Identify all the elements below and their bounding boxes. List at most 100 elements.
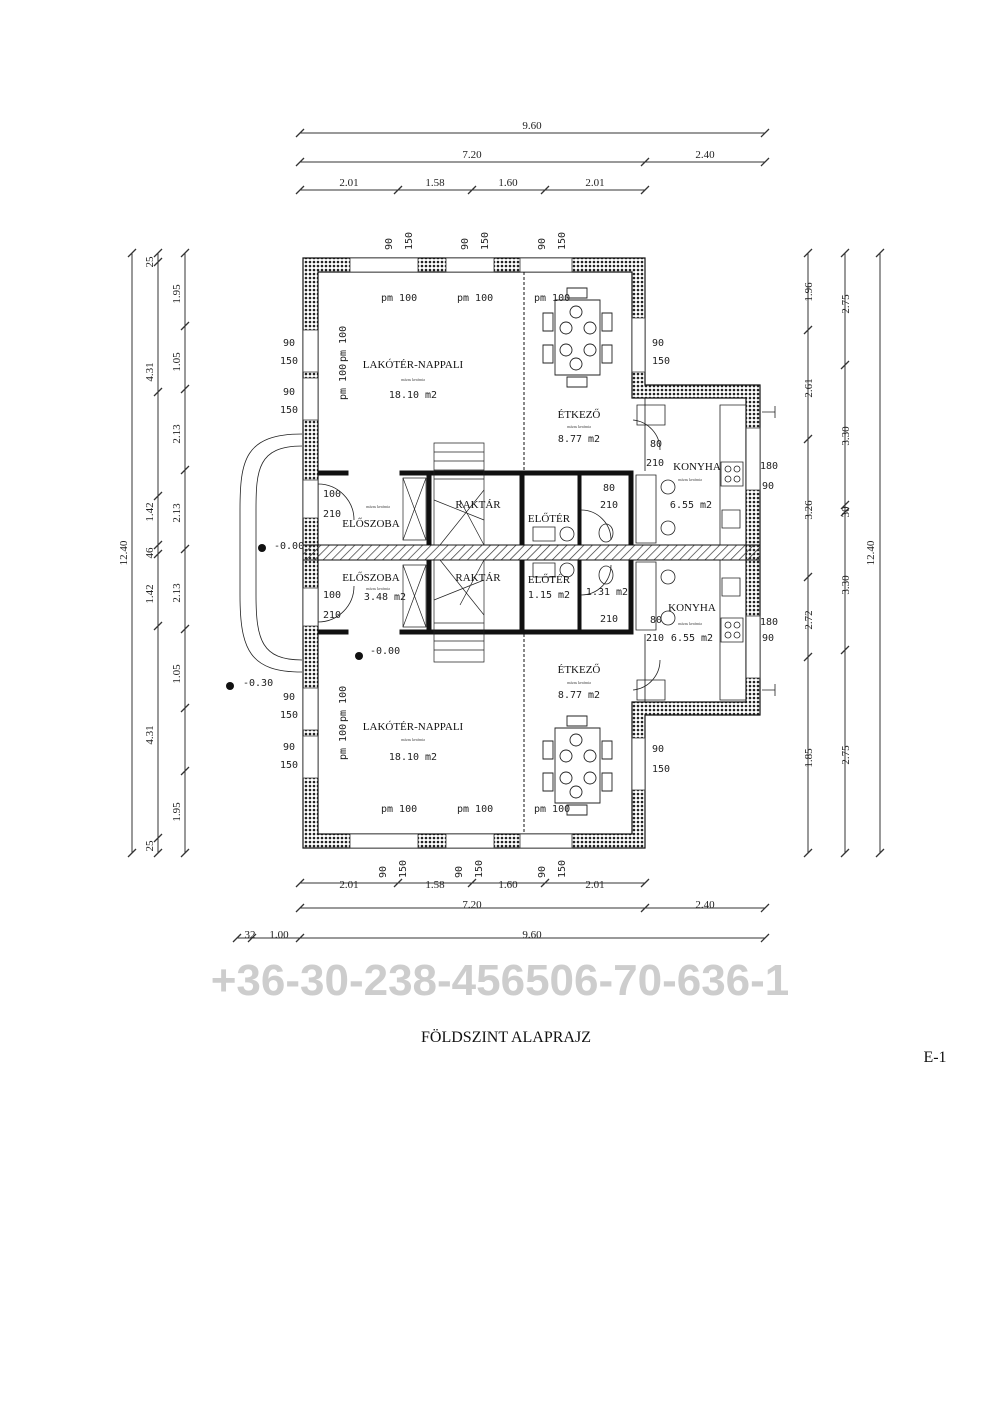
level-marker-icon [258, 544, 266, 552]
plan-label: 150 [557, 860, 568, 878]
plan-label: 180 [760, 617, 778, 628]
plan-label: 6.55 m2 [671, 633, 713, 644]
plan-label: 46 [144, 547, 156, 559]
plan-label: 1.96 [803, 282, 815, 302]
plan-label: mázas kerámia [366, 586, 390, 591]
plan-label: LAKÓTÉR-NAPPALI [363, 359, 464, 371]
plan-label: ELŐTÉR [528, 574, 571, 586]
plan-label: 150 [480, 232, 491, 250]
plan-label: 1.05 [171, 352, 183, 372]
plan-label: 210 [323, 509, 341, 520]
plan-label: 8.77 m2 [558, 690, 600, 701]
level-markers: -0.00 -0.00 -0.30 [226, 541, 400, 690]
plan-label: 1.58 [425, 879, 445, 891]
plan-label: 80 [603, 483, 615, 494]
plan-label: ÉTKEZŐ [558, 664, 601, 676]
plan-label: 1.60 [498, 879, 518, 891]
plan-label: 2.13 [171, 583, 183, 603]
plan-label: 2.01 [585, 177, 604, 189]
plan-label: 2.01 [585, 879, 604, 891]
plan-label: pm 100 [534, 293, 570, 304]
phone-watermark: +36-30-238-456506-70-636-1 [211, 956, 790, 1005]
plan-label: mázas kerámia [567, 424, 591, 429]
dining-table-top [543, 288, 612, 387]
plan-label: 1.42 [144, 584, 156, 603]
plan-label: 4.31 [144, 362, 156, 381]
plan-label: 25 [144, 256, 156, 268]
plan-label: 3.48 m2 [364, 592, 406, 603]
plan-label: 90 [283, 338, 295, 349]
plan-label: 1.85 [803, 748, 815, 768]
plan-label: pm 100 [457, 804, 493, 815]
bottom-dimensions: 2.01 1.58 1.60 2.01 7.20 2.40 32 1.00 9.… [245, 879, 716, 941]
plan-label: 80 [650, 615, 662, 626]
plan-label: ELŐSZOBA [342, 518, 400, 530]
plan-label: 1.05 [171, 664, 183, 684]
plan-label: 100 [323, 590, 341, 601]
plan-label: 150 [557, 232, 568, 250]
sheet-number: E-1 [923, 1049, 946, 1066]
plan-label: 90 [537, 238, 548, 250]
plan-label: 1.31 m2 [586, 587, 628, 598]
plan-label: -0.00 [274, 541, 304, 552]
plan-label: 30 [840, 506, 852, 518]
exterior-walls [303, 258, 760, 848]
plan-label: 90 [283, 692, 295, 703]
plan-label: 150 [280, 760, 298, 771]
left-dimensions: 12.40 25 4.31 1.42 46 1.42 4.31 25 1.95 … [118, 256, 183, 852]
plan-label: 1.42 [144, 502, 156, 521]
rooms-bottom: ELŐSZOBA mázas kerámia 3.48 m2 RAKTÁR EL… [342, 572, 716, 763]
plan-label: 2.72 [803, 610, 815, 629]
plan-label: 3.30 [840, 426, 852, 446]
plan-label: pm 100 [457, 293, 493, 304]
plan-label: 150 [652, 356, 670, 367]
plan-label: 210 [646, 458, 664, 469]
plan-label: 2.61 [803, 378, 815, 397]
plan-label: 90 [454, 866, 465, 878]
plan-label: 90 [283, 742, 295, 753]
plan-label: 210 [323, 610, 341, 621]
plan-label: pm 100 [338, 326, 349, 362]
plan-label: mázas kerámia [401, 377, 425, 382]
plan-label: mázas kerámia [678, 477, 702, 482]
plan-label: 90 [652, 338, 664, 349]
plan-label: pm 100 [534, 804, 570, 815]
right-dimensions: 1.96 2.61 3.26 2.72 1.85 2.75 3.30 30 3.… [803, 282, 877, 768]
window-labels: 90 150 90 150 90 150 pm 100 pm 100 pm 10… [280, 232, 670, 878]
plan-label: 8.77 m2 [558, 434, 600, 445]
plan-label: 1.00 [269, 929, 289, 941]
plan-label: 90 [762, 481, 774, 492]
plan-label: 150 [398, 860, 409, 878]
plan-label: 210 [646, 633, 664, 644]
plan-label: LAKÓTÉR-NAPPALI [363, 721, 464, 733]
plan-label: 2.13 [171, 503, 183, 523]
plan-label: 90 [652, 744, 664, 755]
plan-label: 150 [280, 356, 298, 367]
plan-label: pm 100 [338, 724, 349, 760]
level-marker-icon [226, 682, 234, 690]
plan-label: 150 [474, 860, 485, 878]
plan-label: 2.75 [840, 745, 852, 765]
plan-label: 1.60 [498, 177, 518, 189]
plan-label: ELŐTÉR [528, 513, 571, 525]
plan-label: 7.20 [462, 149, 482, 161]
plan-label: pm 100 [338, 686, 349, 722]
plan-label: 32 [245, 929, 256, 941]
plan-label: mázas kerámia [366, 504, 390, 509]
plan-label: 90 [460, 238, 471, 250]
staircase [403, 443, 484, 662]
plan-label: 9.60 [522, 929, 542, 941]
interior-walls [318, 272, 645, 834]
top-dimensions: 9.60 7.20 2.40 2.01 1.58 1.60 2.01 [339, 120, 715, 189]
dimension-lines [128, 129, 884, 942]
plan-label: 4.31 [144, 725, 156, 744]
plan-label: 6.55 m2 [670, 500, 712, 511]
plan-label: RAKTÁR [455, 572, 501, 584]
plan-label: 210 [600, 500, 618, 511]
plan-label: 180 [760, 461, 778, 472]
plan-label: 18.10 m2 [389, 390, 437, 401]
plan-label: 2.01 [339, 177, 358, 189]
plan-label: 90 [283, 387, 295, 398]
plan-label: 1.95 [171, 284, 183, 304]
